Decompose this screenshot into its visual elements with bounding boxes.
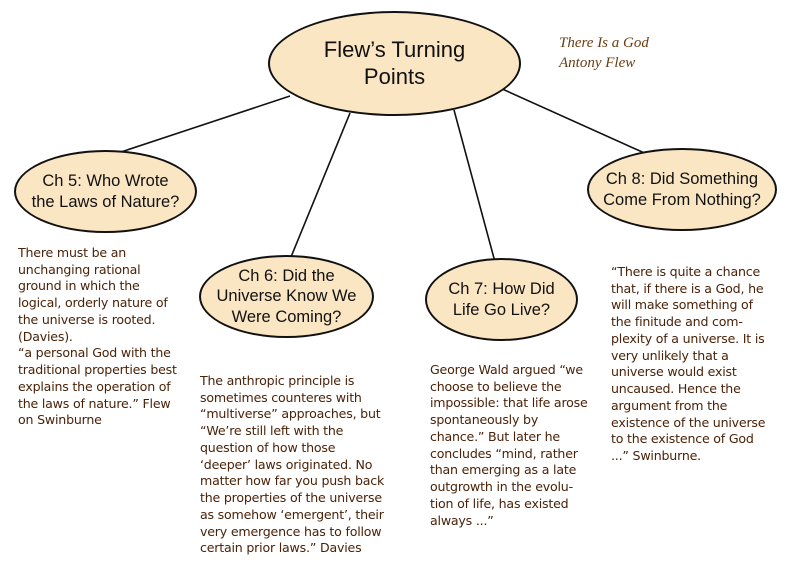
connector-root-ch6: [290, 112, 351, 258]
chapter-5-node: Ch 5: Who Wrote the Laws of Nature?: [14, 150, 197, 233]
connector-root-ch8: [499, 87, 652, 157]
chapter-8-node: Ch 8: Did Something Come From Nothing?: [587, 148, 777, 231]
chapter-6-text: The anthropic principle is sometimes cou…: [200, 373, 385, 556]
chapter-8-label: Ch 8: Did Something Come From Nothing?: [603, 170, 761, 209]
chapter-5-label: Ch 5: Who Wrote the Laws of Nature?: [31, 172, 180, 211]
chapter-8-text: “There is quite a chance that, if there …: [611, 264, 766, 464]
chapter-7-node: Ch 7: How Did Life Go Live?: [425, 258, 578, 341]
chapter-6-node: Ch 6: Did the Universe Know We Were Comi…: [199, 255, 374, 338]
root-label: Flew’s Turning Points: [323, 36, 466, 89]
chapter-7-text: George Wald argued “we choose to believe…: [430, 362, 588, 528]
chapter-6-label: Ch 6: Did the Universe Know We Were Comi…: [216, 267, 357, 326]
connector-root-ch7: [453, 109, 496, 263]
chapter-5-text: There must be an unchanging rational gro…: [18, 245, 177, 428]
chapter-7-label: Ch 7: How Did Life Go Live?: [448, 280, 555, 319]
book-author: Antony Flew: [559, 54, 636, 71]
book-credit: There Is a God Antony Flew: [559, 34, 649, 74]
connector-root-ch5: [117, 95, 291, 154]
root-node: Flew’s Turning Points: [268, 11, 521, 116]
book-title: There Is a God: [559, 35, 649, 51]
